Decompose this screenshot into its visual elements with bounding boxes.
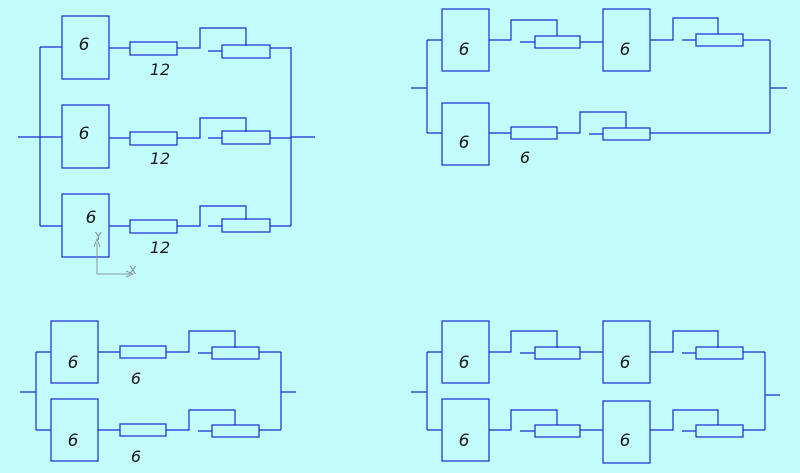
c2-wire bbox=[650, 17, 770, 41]
c3-resistor-top-label: 6 bbox=[131, 369, 141, 388]
c4-box-tl-label: 6 bbox=[459, 353, 470, 373]
c1-wire bbox=[177, 117, 291, 139]
c3-left-rail bbox=[20, 351, 51, 431]
c2-rheostat-top-2 bbox=[695, 33, 744, 47]
c4-rheostat-bot-1 bbox=[534, 424, 581, 438]
c1-wire bbox=[177, 27, 291, 52]
c2-rheostat-bot bbox=[602, 127, 651, 141]
c3-box-bot-label: 6 bbox=[68, 431, 79, 451]
c4-box-bl-label: 6 bbox=[459, 431, 470, 451]
c2-box-tl-label: 6 bbox=[459, 40, 470, 60]
c3-rheostat-top bbox=[211, 346, 260, 360]
circuit-1: 6 6 6 12 12 12 Y X bbox=[18, 15, 315, 278]
c2-rheostat-top-1 bbox=[534, 35, 581, 49]
c1-resistor-mid-label: 12 bbox=[150, 149, 170, 168]
c4-box-br-label: 6 bbox=[620, 431, 631, 451]
c4-rheostat-bot-2 bbox=[695, 424, 744, 438]
c1-resistor-mid bbox=[129, 131, 178, 146]
c1-left-rail bbox=[18, 46, 62, 227]
c2-wire bbox=[557, 111, 770, 135]
c3-wire bbox=[166, 330, 281, 354]
c3-resistor-bot bbox=[119, 423, 167, 437]
circuit-2: 6 6 6 6 bbox=[411, 8, 787, 167]
c4-box-tl bbox=[441, 320, 490, 384]
c4-box-tr-label: 6 bbox=[620, 353, 631, 373]
c4-wire bbox=[489, 330, 603, 354]
c3-wire bbox=[166, 409, 281, 432]
c1-resistor-top bbox=[129, 41, 178, 56]
c3-box-bot bbox=[50, 398, 99, 462]
c3-resistor-top bbox=[119, 345, 167, 359]
axis-y-label: Y bbox=[94, 230, 102, 243]
c4-box-br bbox=[602, 400, 651, 464]
c2-box-bl-label: 6 bbox=[459, 133, 470, 153]
c4-wire bbox=[489, 409, 603, 432]
c1-wire bbox=[177, 205, 291, 227]
c1-rheostat-top bbox=[221, 44, 271, 59]
c2-wire bbox=[489, 19, 603, 43]
c2-box-tr-label: 6 bbox=[620, 40, 631, 60]
c4-rheostat-top-2 bbox=[695, 346, 744, 360]
c2-right-rail bbox=[769, 40, 787, 133]
c3-box-top bbox=[50, 320, 99, 384]
c4-box-tr bbox=[602, 320, 651, 384]
c1-rheostat-mid bbox=[221, 130, 271, 145]
c3-right-rail bbox=[280, 352, 296, 430]
c2-box-bl bbox=[441, 102, 490, 166]
circuit-3: 6 6 6 6 bbox=[20, 320, 296, 466]
c1-resistor-bot bbox=[129, 219, 178, 234]
c4-right-rail bbox=[764, 352, 780, 430]
c1-box-top-label: 6 bbox=[79, 35, 90, 55]
c1-resistor-bot-label: 12 bbox=[150, 238, 170, 257]
c4-rheostat-top-1 bbox=[534, 346, 581, 360]
c1-box-mid-label: 6 bbox=[79, 124, 90, 144]
c4-wire bbox=[650, 330, 765, 354]
c4-left-rail bbox=[411, 351, 442, 431]
c1-box-mid bbox=[61, 104, 110, 169]
c4-box-bl bbox=[441, 398, 490, 462]
circuit-4: 6 6 6 6 bbox=[411, 320, 780, 464]
c3-resistor-bot-label: 6 bbox=[131, 447, 141, 466]
c1-resistor-top-label: 12 bbox=[150, 60, 170, 79]
c2-resistor-bot bbox=[510, 126, 558, 140]
c1-box-bot-label: 6 bbox=[86, 208, 97, 228]
c4-wire bbox=[650, 409, 765, 432]
coordinate-axes-icon: Y X bbox=[93, 230, 137, 278]
axis-x-label: X bbox=[129, 264, 137, 277]
c1-right-rail bbox=[290, 47, 315, 226]
c3-box-top-label: 6 bbox=[68, 353, 79, 373]
c1-rheostat-bot bbox=[221, 218, 271, 233]
c3-rheostat-bot bbox=[211, 424, 260, 438]
c2-left-rail bbox=[411, 39, 442, 134]
c2-resistor-bot-label: 6 bbox=[520, 148, 530, 167]
